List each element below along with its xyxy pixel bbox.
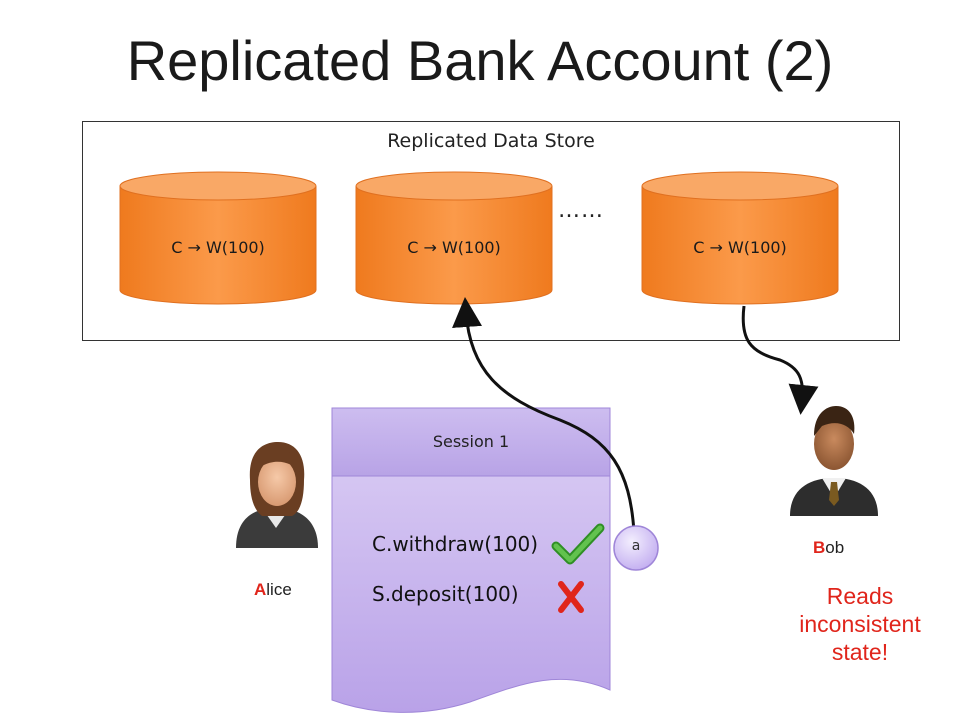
replica-content-r2: C → W(100) [407,238,501,257]
store-label: Replicated Data Store [387,130,595,152]
inconsistent-state-note: Reads inconsistent state! [776,582,944,666]
operation-deposit: S.deposit(100) [372,582,519,606]
check-icon [551,523,605,565]
badge [613,525,659,571]
alice-name: Alice [254,580,292,600]
note-line-2: inconsistent [799,611,921,637]
replica-content-rn: C → W(100) [693,238,787,257]
read-arrow [741,305,819,415]
alice-avatar-icon [236,442,318,548]
bob-initial: B [813,538,826,557]
write-propagation-arrow [452,297,636,533]
replica-cylinder-r1 [119,171,317,305]
replica-cylinder-r2 [355,171,553,305]
replica-ellipsis: …… [558,198,604,223]
note-line-3: state! [831,639,889,665]
bob-name-rest: ob [825,538,845,557]
alice-initial: A [254,580,267,599]
replica-cylinder-rn [641,171,839,305]
slide-title: Replicated Bank Account (2) [126,29,834,92]
badge-label: a [631,538,641,554]
operation-withdraw: C.withdraw(100) [372,532,539,556]
bob-avatar-icon [790,406,878,516]
session-header: Session 1 [432,432,510,451]
replica-content-r1: C → W(100) [171,238,265,257]
cross-icon [558,581,584,613]
replicated-data-store-box [82,121,900,341]
session-document [331,407,611,713]
note-line-1: Reads [826,583,894,609]
bob-name: Bob [813,538,844,558]
alice-name-rest: lice [266,580,292,599]
